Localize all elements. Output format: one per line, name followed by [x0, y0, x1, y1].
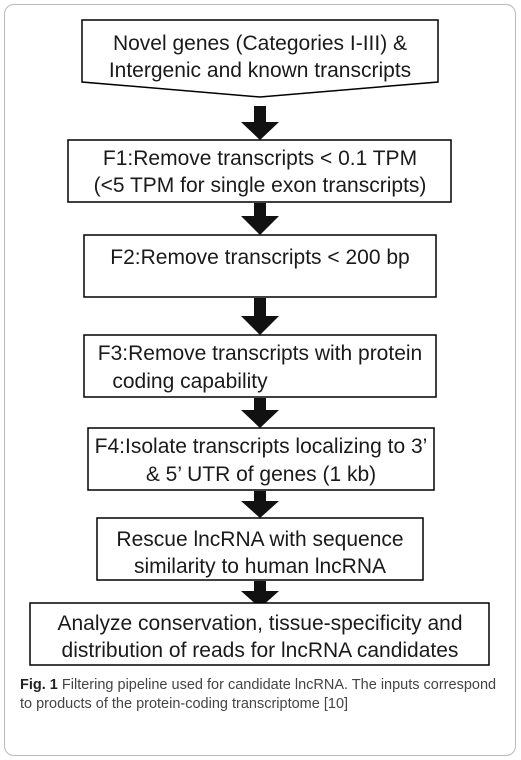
step-7-line-2: distribution of reads for lncRNA candida…	[62, 639, 459, 662]
step-6-box	[96, 517, 424, 581]
arrow-5	[241, 491, 279, 518]
arrow-1	[241, 106, 279, 140]
caption-label: Fig. 1	[20, 677, 58, 693]
step-6-line-2: similarity to human lncRNA	[134, 555, 386, 578]
flowchart: Novel genes (Categories I-III) & Interge…	[29, 19, 490, 666]
arrow-2	[241, 203, 279, 235]
step-4-line-2: coding capability	[112, 370, 268, 393]
caption-text: Filtering pipeline used for candidate ln…	[20, 677, 497, 712]
step-5-box	[87, 427, 435, 491]
step-5-line-1: F4:Isolate transcripts localizing to 3’	[95, 435, 428, 458]
step-2-box	[67, 139, 452, 203]
arrow-6	[241, 581, 279, 608]
step-6-line-1: Rescue lncRNA with sequence	[116, 528, 403, 551]
step-7-box	[29, 602, 490, 666]
step-4-line-1: F3:Remove transcripts with protein	[98, 342, 422, 365]
step-1-line-1: Novel genes (Categories I-III) &	[113, 32, 407, 55]
figure-caption: Fig. 1 Filtering pipeline used for candi…	[20, 676, 502, 714]
arrow-4	[241, 398, 279, 428]
step-2-line-2: (<5 TPM for single exon transcripts)	[94, 174, 427, 197]
step-1-box	[81, 19, 439, 98]
step-4-box	[83, 334, 437, 398]
step-5-line-2: & 5’ UTR of genes (1 kb)	[146, 463, 376, 486]
step-2-line-1: F1:Remove transcripts < 0.1 TPM	[103, 147, 417, 170]
step-1-line-2: Intergenic and known transcripts	[109, 59, 411, 82]
arrow-3	[241, 298, 279, 335]
figure-frame	[4, 4, 516, 756]
step-3-box	[83, 234, 437, 298]
step-3-line-1: F2:Remove transcripts < 200 bp	[110, 246, 409, 269]
step-7-line-1: Analyze conservation, tissue-specificity…	[57, 612, 462, 635]
